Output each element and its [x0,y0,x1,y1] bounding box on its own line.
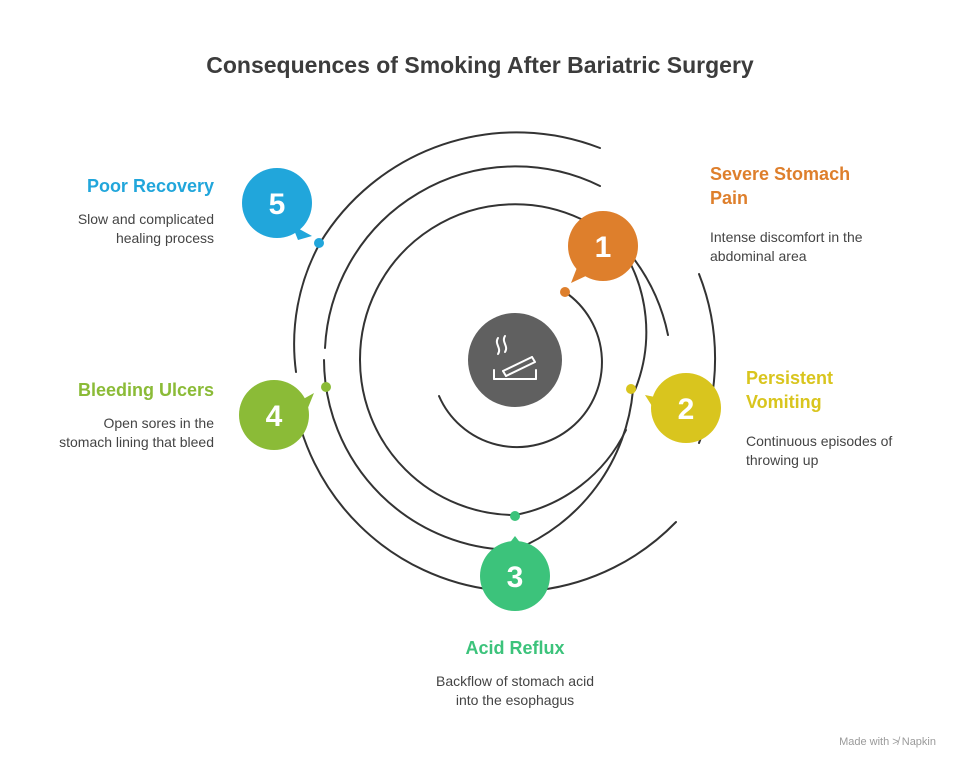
ring-4-arc [319,131,601,244]
item-1-label: Severe Stomach Pain [710,164,851,208]
marker-dot-5 [314,238,324,248]
ring-4-arc [539,521,677,591]
marker-dot-2 [626,384,636,394]
ring-3-arc [324,165,601,349]
badge-2: 2 [645,373,721,443]
item-2-description: Continuous episodes of throwing up [746,433,893,468]
ring-2-arc [358,203,582,361]
no-smoking-cigarette-icon [468,313,562,407]
svg-text:1: 1 [595,231,612,264]
ring-3-arc [323,359,516,551]
item-2-label: Persistent Vomiting [746,368,834,412]
ring-3-arc [514,389,634,551]
ring-2-arc [514,429,627,516]
badge-1: 1 [568,211,638,283]
badge-3: 3 [480,536,550,611]
badge-5: 5 [242,168,312,240]
item-5-description: Slow and complicated healing process [77,211,214,246]
svg-text:4: 4 [266,400,283,433]
ring-1-arc [438,291,603,449]
svg-text:3: 3 [507,561,524,594]
svg-text:5: 5 [269,188,286,221]
item-3-label: Acid Reflux [465,638,565,658]
napkin-watermark: Made with ≯ Napkin [839,736,936,748]
item-3-description: Backflow of stomach acid into the esopha… [436,673,594,708]
ring-2-arc [359,359,516,516]
ring-4-arc [293,242,321,373]
marker-dot-1 [560,287,570,297]
item-5-label: Poor Recovery [86,176,214,196]
ring-4-arc [292,392,495,591]
item-1-description: Intense discomfort in the abdominal area [710,229,863,264]
marker-dot-4 [321,382,331,392]
marker-dot-3 [510,511,520,521]
page-title: Consequences of Smoking After Bariatric … [206,52,754,78]
item-4-description: Open sores in the stomach lining that bl… [59,415,214,450]
badge-4: 4 [239,380,314,450]
item-4-label: Bleeding Ulcers [77,380,214,400]
ring-3-arc [633,258,669,336]
svg-text:2: 2 [678,393,695,426]
